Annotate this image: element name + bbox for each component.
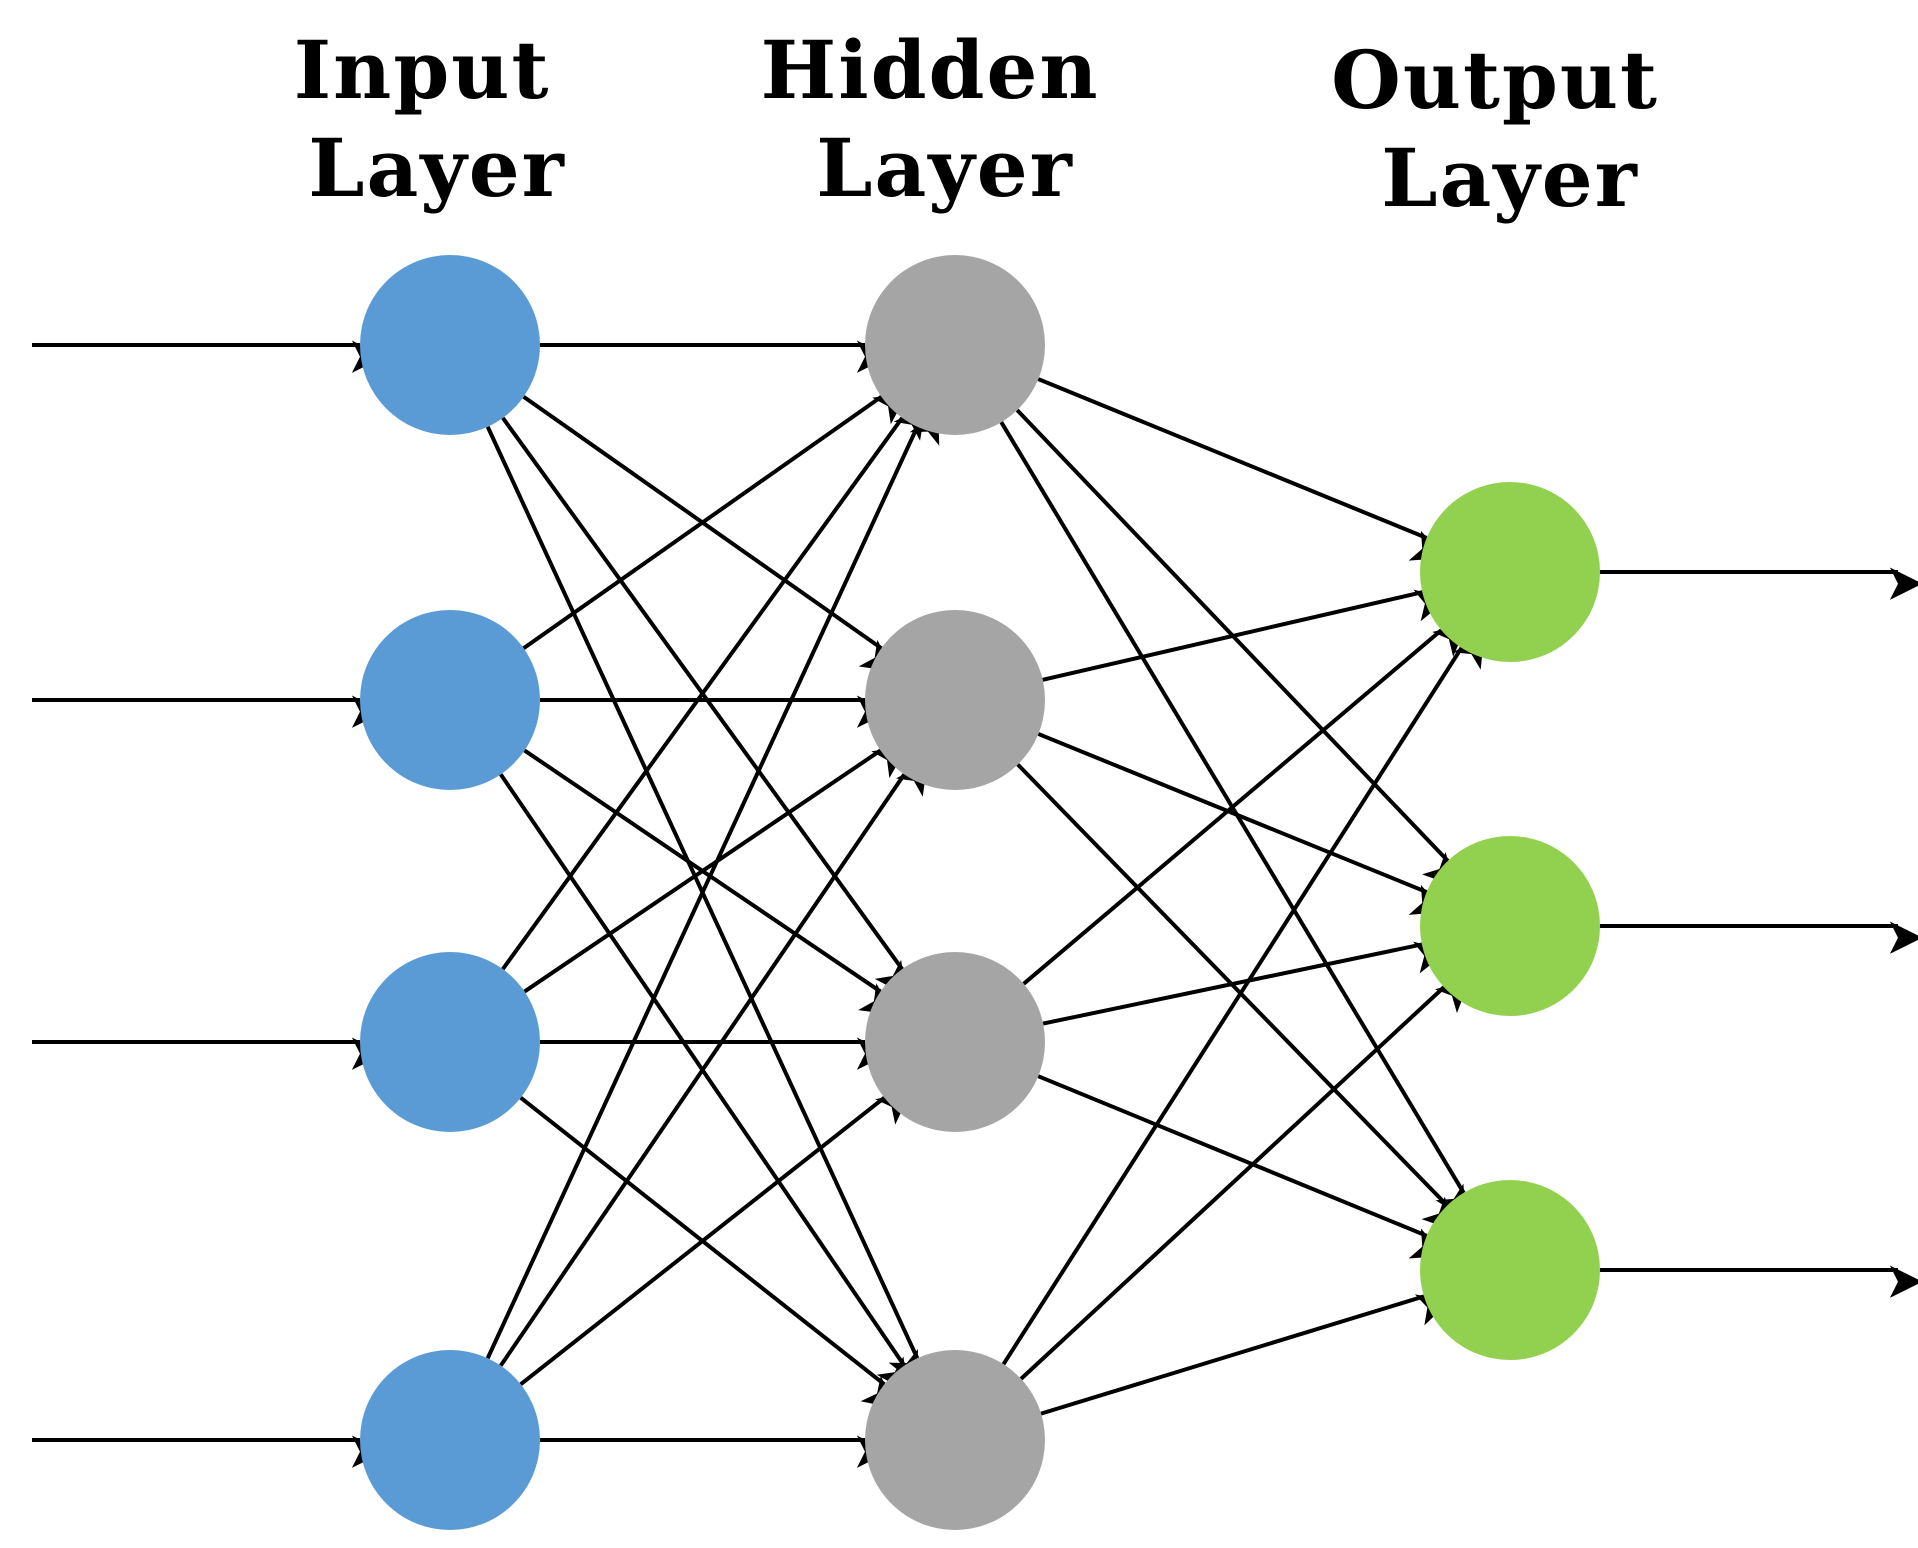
output-layer-title: Output Layer xyxy=(1331,33,1689,225)
output-node-3 xyxy=(1420,1180,1600,1360)
input-layer-title-line2: Layer xyxy=(308,121,566,215)
hidden-layer-title: Hidden Layer xyxy=(761,23,1130,215)
output-node-2 xyxy=(1420,836,1600,1016)
input-hidden-edge-3-1 xyxy=(501,405,926,971)
input-hidden-edge-4-3 xyxy=(519,1091,911,1386)
connection-edges xyxy=(32,340,1918,1468)
hidden-output-edge-4-1 xyxy=(1001,633,1485,1366)
input-node-2 xyxy=(360,610,540,790)
input-layer-title-line1: Input xyxy=(294,23,551,117)
output-layer-title-line2: Layer xyxy=(1381,131,1639,225)
neuron-nodes xyxy=(360,255,1600,1530)
hidden-output-edge-4-2 xyxy=(1019,979,1470,1381)
hidden-output-edge-3-2 xyxy=(1042,941,1449,1026)
hidden-output-edge-2-2 xyxy=(1037,732,1445,915)
hidden-output-edge-2-1 xyxy=(1042,589,1449,682)
hidden-node-1 xyxy=(865,255,1045,435)
hidden-node-4 xyxy=(865,1350,1045,1530)
output-layer-title-line1: Output xyxy=(1331,33,1659,127)
input-node-3 xyxy=(360,952,540,1132)
input-hidden-edge-4-1 xyxy=(485,409,940,1360)
hidden-output-edge-3-1 xyxy=(1022,623,1468,986)
hidden-output-edge-4-3 xyxy=(1040,1294,1451,1416)
input-layer-title: Input Layer xyxy=(294,23,581,215)
hidden-layer-title-line1: Hidden xyxy=(761,23,1100,117)
input-hidden-edge-4-2 xyxy=(499,760,928,1367)
input-node-1 xyxy=(360,255,540,435)
hidden-output-edge-3-3 xyxy=(1037,1074,1445,1259)
output-node-1 xyxy=(1420,482,1600,662)
input-node-4 xyxy=(360,1350,540,1530)
input-hidden-edge-2-1 xyxy=(522,392,908,650)
hidden-output-edge-1-1 xyxy=(1037,377,1445,561)
hidden-layer-title-line2: Layer xyxy=(816,121,1074,215)
input-hidden-edge-3-2 xyxy=(523,746,908,994)
hidden-node-2 xyxy=(865,610,1045,790)
hidden-node-3 xyxy=(865,952,1045,1132)
